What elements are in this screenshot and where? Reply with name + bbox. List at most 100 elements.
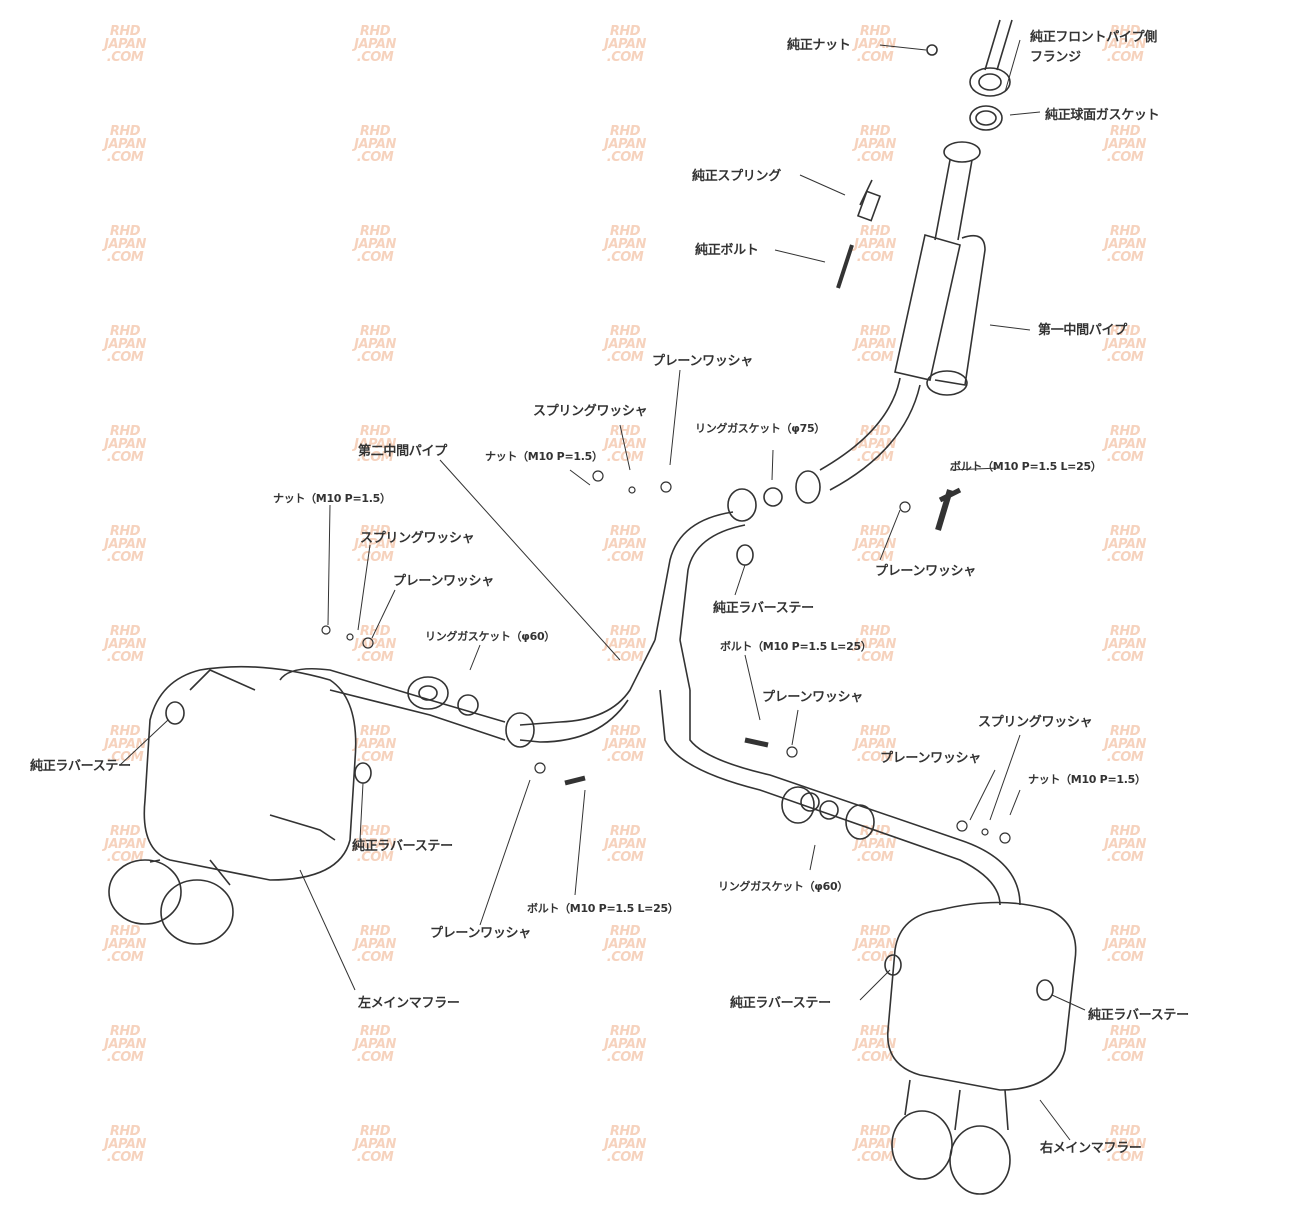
watermark-text: JAPAN	[604, 837, 646, 852]
watermark-text: .COM	[356, 850, 394, 865]
watermark-text: JAPAN	[104, 37, 146, 52]
label-plain-washer: プレーンワッシャ	[762, 690, 863, 705]
watermark-text: JAPAN	[354, 37, 396, 52]
watermark-text: JAPAN	[854, 237, 896, 252]
watermark-text: .COM	[856, 850, 894, 865]
oem-bolt	[836, 244, 854, 289]
label-ring-gasket-60: リングガスケット（φ60）	[718, 880, 849, 893]
oem-nut	[926, 44, 938, 56]
watermark-text: RHD	[859, 724, 891, 739]
label-bolt: ボルト（M10 P=1.5 L=25）	[720, 640, 872, 653]
watermark-text: JAPAN	[104, 437, 146, 452]
label-oem-nut: 純正ナット	[787, 38, 851, 53]
watermark-text: JAPAN	[854, 1037, 896, 1052]
watermark-text: .COM	[606, 650, 644, 665]
watermark-text: .COM	[106, 550, 144, 565]
watermark-text: .COM	[856, 550, 894, 565]
watermark-text: .COM	[106, 1050, 144, 1065]
watermark-text: RHD	[609, 224, 641, 239]
watermark-text: RHD	[609, 124, 641, 139]
watermark-text: JAPAN	[1104, 337, 1146, 352]
watermark-text: RHD	[359, 324, 391, 339]
watermark-text: .COM	[356, 550, 394, 565]
watermark-text: JAPAN	[604, 437, 646, 452]
watermark-text: .COM	[356, 1050, 394, 1065]
watermark-text: JAPAN	[854, 937, 896, 952]
watermark-text: JAPAN	[104, 637, 146, 652]
watermark-text: .COM	[856, 150, 894, 165]
watermark-text: RHD	[609, 1124, 641, 1139]
watermark-text: JAPAN	[1104, 1137, 1146, 1152]
watermark-text: RHD	[1109, 824, 1141, 839]
watermark-text: RHD	[109, 924, 141, 939]
label-first-mid-pipe: 第一中間パイプ	[1038, 323, 1127, 338]
watermark-text: JAPAN	[104, 537, 146, 552]
label-nut: ナット（M10 P=1.5）	[1028, 773, 1146, 786]
watermark-text: .COM	[1106, 1050, 1144, 1065]
watermark-text: RHD	[109, 624, 141, 639]
spherical-gasket	[969, 105, 1003, 131]
watermark-text: JAPAN	[104, 137, 146, 152]
watermark-text: RHD	[109, 824, 141, 839]
watermark-text: RHD	[359, 924, 391, 939]
label-oem-rubber-stay: 純正ラバーステー	[730, 996, 831, 1011]
watermark-text: .COM	[106, 750, 144, 765]
watermark-text: RHD	[859, 24, 891, 39]
left-muffler-drawing	[108, 665, 506, 945]
watermark-text: JAPAN	[354, 1037, 396, 1052]
watermark-text: RHD	[609, 1024, 641, 1039]
front-pipe	[926, 19, 1013, 131]
watermark-text: .COM	[1106, 950, 1144, 965]
watermark-text: RHD	[359, 124, 391, 139]
watermark-text: .COM	[606, 50, 644, 65]
watermark-text: JAPAN	[854, 337, 896, 352]
watermark-text: .COM	[606, 450, 644, 465]
watermark-text: .COM	[606, 950, 644, 965]
watermark-text: RHD	[609, 924, 641, 939]
watermark-text: JAPAN	[1104, 237, 1146, 252]
watermark-text: JAPAN	[604, 637, 646, 652]
watermark-text: RHD	[359, 1024, 391, 1039]
label-oem-rubber-stay: 純正ラバーステー	[1088, 1008, 1189, 1023]
watermark-text: RHD	[1109, 1124, 1141, 1139]
watermark-text: RHD	[359, 224, 391, 239]
watermark-text: JAPAN	[854, 37, 896, 52]
watermark-text: .COM	[1106, 650, 1144, 665]
watermark-text: JAPAN	[604, 337, 646, 352]
watermark-text: .COM	[606, 250, 644, 265]
watermark-text: JAPAN	[854, 837, 896, 852]
resonator-tip	[926, 370, 968, 396]
watermark-text: .COM	[356, 350, 394, 365]
label-plain-washer: プレーンワッシャ	[875, 564, 976, 579]
watermark-text: .COM	[856, 1050, 894, 1065]
watermark-text: JAPAN	[104, 737, 146, 752]
watermark-text: RHD	[1109, 624, 1141, 639]
watermark-text: .COM	[606, 350, 644, 365]
watermark-text: JAPAN	[854, 637, 896, 652]
label-oem-spring: 純正スプリング	[692, 169, 781, 184]
watermark-text: .COM	[106, 50, 144, 65]
watermark-text: RHD	[1109, 924, 1141, 939]
watermark-text: RHD	[609, 424, 641, 439]
label-plain-washer: プレーンワッシャ	[393, 574, 494, 589]
watermark-text: .COM	[856, 750, 894, 765]
